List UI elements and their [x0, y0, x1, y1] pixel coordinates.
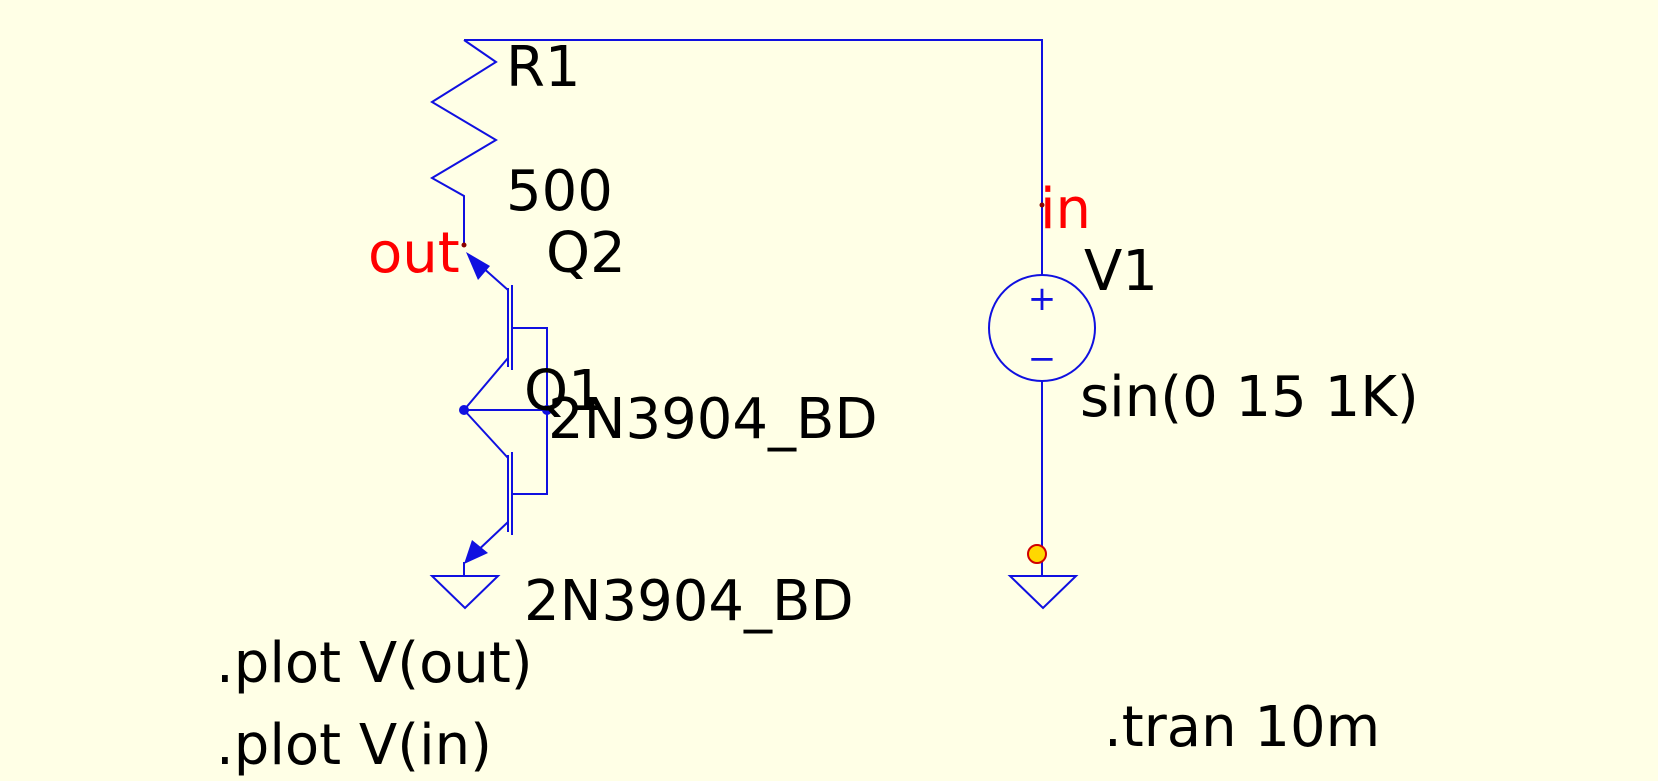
node-out[interactable] — [461, 242, 467, 248]
ground-right-symbol[interactable] — [1007, 575, 1079, 610]
node-in[interactable] — [1039, 202, 1045, 208]
resistor-r1-symbol[interactable] — [430, 39, 498, 245]
r1-ref-label[interactable]: R1 — [506, 35, 581, 100]
net-label-out[interactable]: out — [368, 221, 460, 286]
v1-ref-label[interactable]: V1 — [1084, 239, 1158, 304]
plot-out-directive[interactable]: .plot V(out) — [216, 631, 533, 696]
v1-minus-sign: − — [1028, 339, 1057, 379]
q2-ref-label[interactable]: Q2 — [546, 221, 626, 286]
transistor-q1-symbol[interactable] — [463, 409, 548, 576]
tran-directive[interactable]: .tran 10m — [1104, 695, 1380, 760]
v1-value-label[interactable]: sin(0 15 1K) — [1080, 365, 1419, 430]
net-label-in[interactable]: in — [1040, 177, 1091, 242]
wire-top[interactable] — [464, 39, 1043, 275]
ground-left-symbol[interactable] — [429, 575, 501, 610]
ground-node-marker[interactable] — [1027, 544, 1047, 564]
q2-model-label[interactable]: 2N3904_BD — [548, 387, 878, 452]
plot-in-directive[interactable]: .plot V(in) — [216, 713, 492, 778]
q1-ref-label[interactable]: Q1 — [524, 359, 604, 424]
v1-plus-sign: + — [1028, 279, 1057, 319]
transistor-q2-symbol[interactable] — [463, 252, 548, 411]
r1-value-label[interactable]: 500 — [506, 159, 613, 224]
q1-model-label[interactable]: 2N3904_BD — [524, 569, 854, 634]
